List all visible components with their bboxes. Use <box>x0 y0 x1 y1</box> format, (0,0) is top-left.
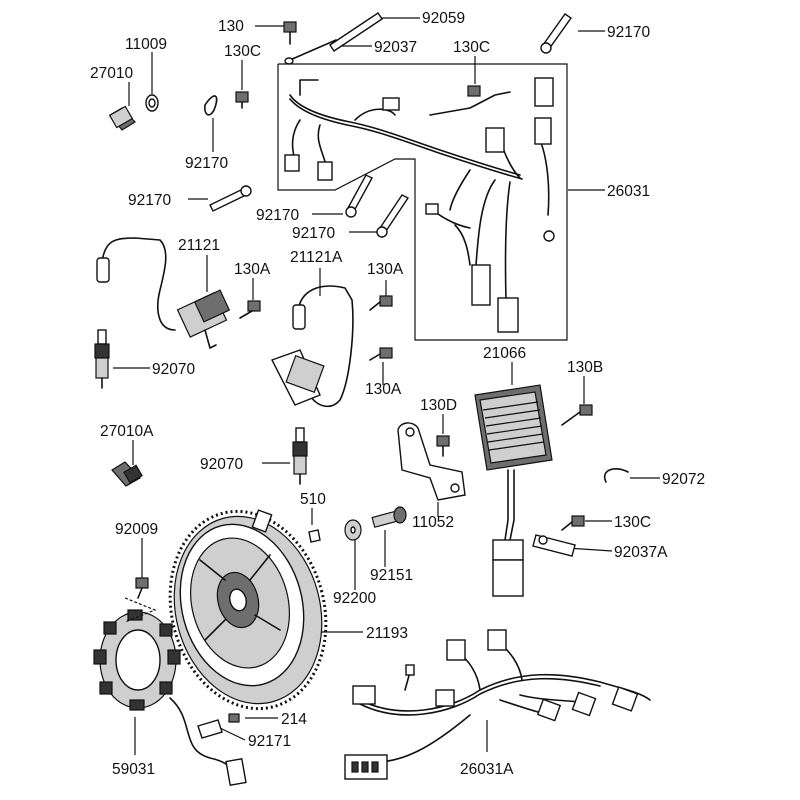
label-27010a: 27010A <box>100 423 154 440</box>
label-21193: 21193 <box>366 625 408 642</box>
label-92059: 92059 <box>422 10 465 27</box>
label-21066: 21066 <box>483 345 526 362</box>
label-92170-top-right: 92170 <box>607 24 650 41</box>
bracket-11052 <box>397 422 466 501</box>
harness-26031 <box>277 63 568 341</box>
label-130c-right: 130C <box>614 514 651 531</box>
switch-27010a <box>111 461 143 487</box>
label-92009: 92009 <box>115 521 158 538</box>
top-small-parts <box>108 12 572 238</box>
label-92072: 92072 <box>662 471 705 488</box>
label-92037a: 92037A <box>614 544 668 561</box>
label-92170-left-2: 92170 <box>128 192 171 209</box>
label-92171: 92171 <box>248 733 291 750</box>
label-92037: 92037 <box>374 39 417 56</box>
label-92070-1: 92070 <box>152 361 195 378</box>
label-11009: 11009 <box>125 36 167 53</box>
clips-right <box>532 468 629 557</box>
label-130a-2: 130A <box>367 261 404 278</box>
label-214: 214 <box>281 711 307 728</box>
label-130c-top: 130C <box>224 43 261 60</box>
label-92151: 92151 <box>370 567 413 584</box>
label-21121: 21121 <box>178 237 220 254</box>
label-130d: 130D <box>420 397 457 414</box>
stator-59031 <box>93 577 247 787</box>
harness-26031a <box>344 629 651 780</box>
label-130b: 130B <box>567 359 603 376</box>
label-26031a: 26031A <box>460 761 514 778</box>
label-130: 130 <box>218 18 244 35</box>
regulator-21066 <box>474 384 593 597</box>
part-labels: 130 92059 92037 92170 11009 130C 130C 27… <box>90 10 705 778</box>
ignition-coil-21121 <box>94 237 261 389</box>
key-washer-bolt <box>308 506 407 543</box>
label-130c-mid: 130C <box>453 39 490 56</box>
label-92170-centre-2: 92170 <box>292 225 335 242</box>
label-130a-1: 130A <box>234 261 271 278</box>
label-510: 510 <box>300 491 326 508</box>
label-26031: 26031 <box>607 183 650 200</box>
leader-lines <box>113 17 660 755</box>
label-59031: 59031 <box>112 761 155 778</box>
label-92170-left: 92170 <box>185 155 228 172</box>
label-27010: 27010 <box>90 65 133 82</box>
label-11052: 11052 <box>412 514 454 531</box>
label-92200: 92200 <box>333 590 376 607</box>
label-92170-centre-1: 92170 <box>256 207 299 224</box>
flywheel-21193 <box>168 509 328 711</box>
label-130a-3: 130A <box>365 381 402 398</box>
ignition-coil-21121A <box>271 285 393 485</box>
label-92070-2: 92070 <box>200 456 243 473</box>
label-21121a: 21121A <box>290 249 343 266</box>
